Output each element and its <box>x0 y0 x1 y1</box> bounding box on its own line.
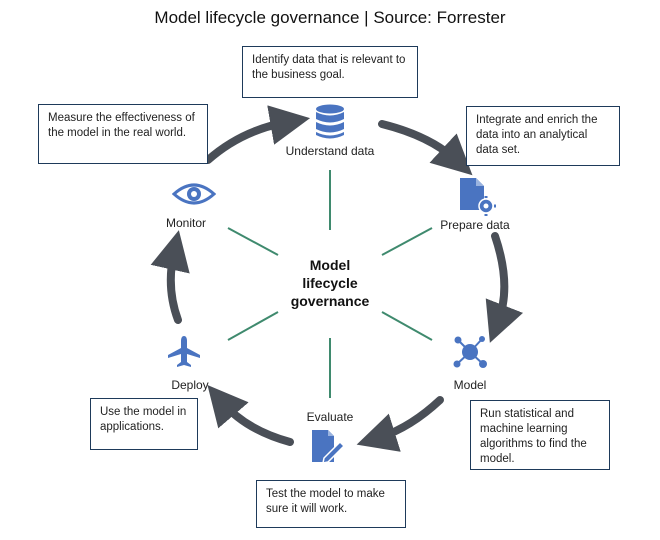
label-model: Model <box>453 378 487 392</box>
note-model: Run statistical and machine learning alg… <box>470 400 610 470</box>
arrow-model-to-evaluate <box>356 396 444 452</box>
note-monitor: Measure the effectiveness of the model i… <box>38 104 208 164</box>
arrow-understand-to-prepare <box>378 120 473 176</box>
label-understand-data: Understand data <box>285 144 375 158</box>
spoke-lines <box>227 170 433 398</box>
label-evaluate: Evaluate <box>306 410 354 424</box>
arrow-prepare-to-model <box>485 232 524 343</box>
note-prepare-data: Integrate and enrich the data into an an… <box>466 106 620 166</box>
note-understand-data: Identify data that is relevant to the bu… <box>242 46 418 98</box>
spoke-prepare <box>381 227 433 256</box>
arrow-deploy-to-monitor <box>150 230 190 324</box>
note-evaluate: Test the model to make sure it will work… <box>256 480 406 528</box>
arrow-monitor-to-understand <box>204 105 311 164</box>
center-line-2: lifecycle <box>302 275 358 291</box>
label-deploy: Deploy <box>171 378 209 392</box>
diagram-title: Model lifecycle governance | Source: For… <box>154 8 506 27</box>
database-icon <box>316 104 344 139</box>
document-edit-icon <box>312 430 346 464</box>
cycle-arrows <box>150 105 524 452</box>
center-label: Model lifecycle governance <box>270 256 390 310</box>
network-icon <box>453 336 487 368</box>
document-gear-icon <box>460 178 496 216</box>
spoke-monitor <box>227 227 279 256</box>
spoke-model <box>381 311 433 341</box>
eye-icon <box>172 183 216 205</box>
label-prepare-data: Prepare data <box>440 218 510 232</box>
spoke-deploy <box>227 311 279 341</box>
center-line-3: governance <box>290 293 370 309</box>
arrow-evaluate-to-deploy <box>207 384 294 446</box>
label-monitor: Monitor <box>165 216 206 230</box>
center-line-1: Model <box>309 257 351 273</box>
airplane-icon <box>168 336 200 367</box>
note-deploy: Use the model in applications. <box>90 398 198 450</box>
